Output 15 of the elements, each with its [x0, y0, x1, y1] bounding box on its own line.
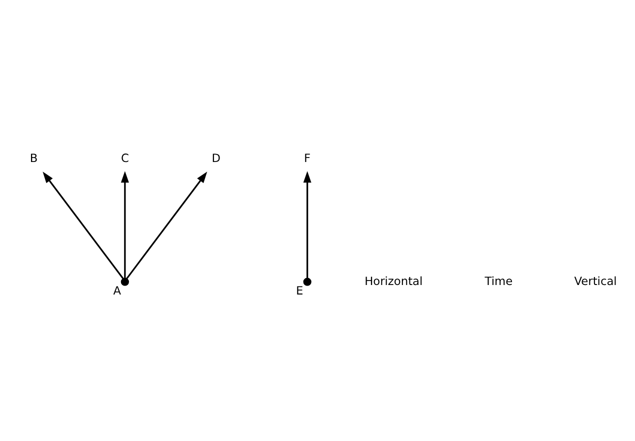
node-text: C — [120, 150, 129, 164]
node-circle — [120, 277, 129, 286]
arrow — [120, 170, 129, 278]
node-text: D — [212, 150, 221, 164]
node-label: E — [296, 283, 304, 298]
arrow — [42, 171, 124, 279]
label: Vertical — [574, 273, 617, 288]
arrow — [126, 171, 208, 279]
node-circle — [303, 277, 312, 286]
arrow — [303, 170, 312, 278]
label: Time — [484, 273, 513, 288]
label: Horizontal — [364, 273, 423, 288]
node-label: A — [113, 283, 122, 298]
node-text: B — [30, 150, 38, 164]
node-text: F — [304, 150, 311, 164]
